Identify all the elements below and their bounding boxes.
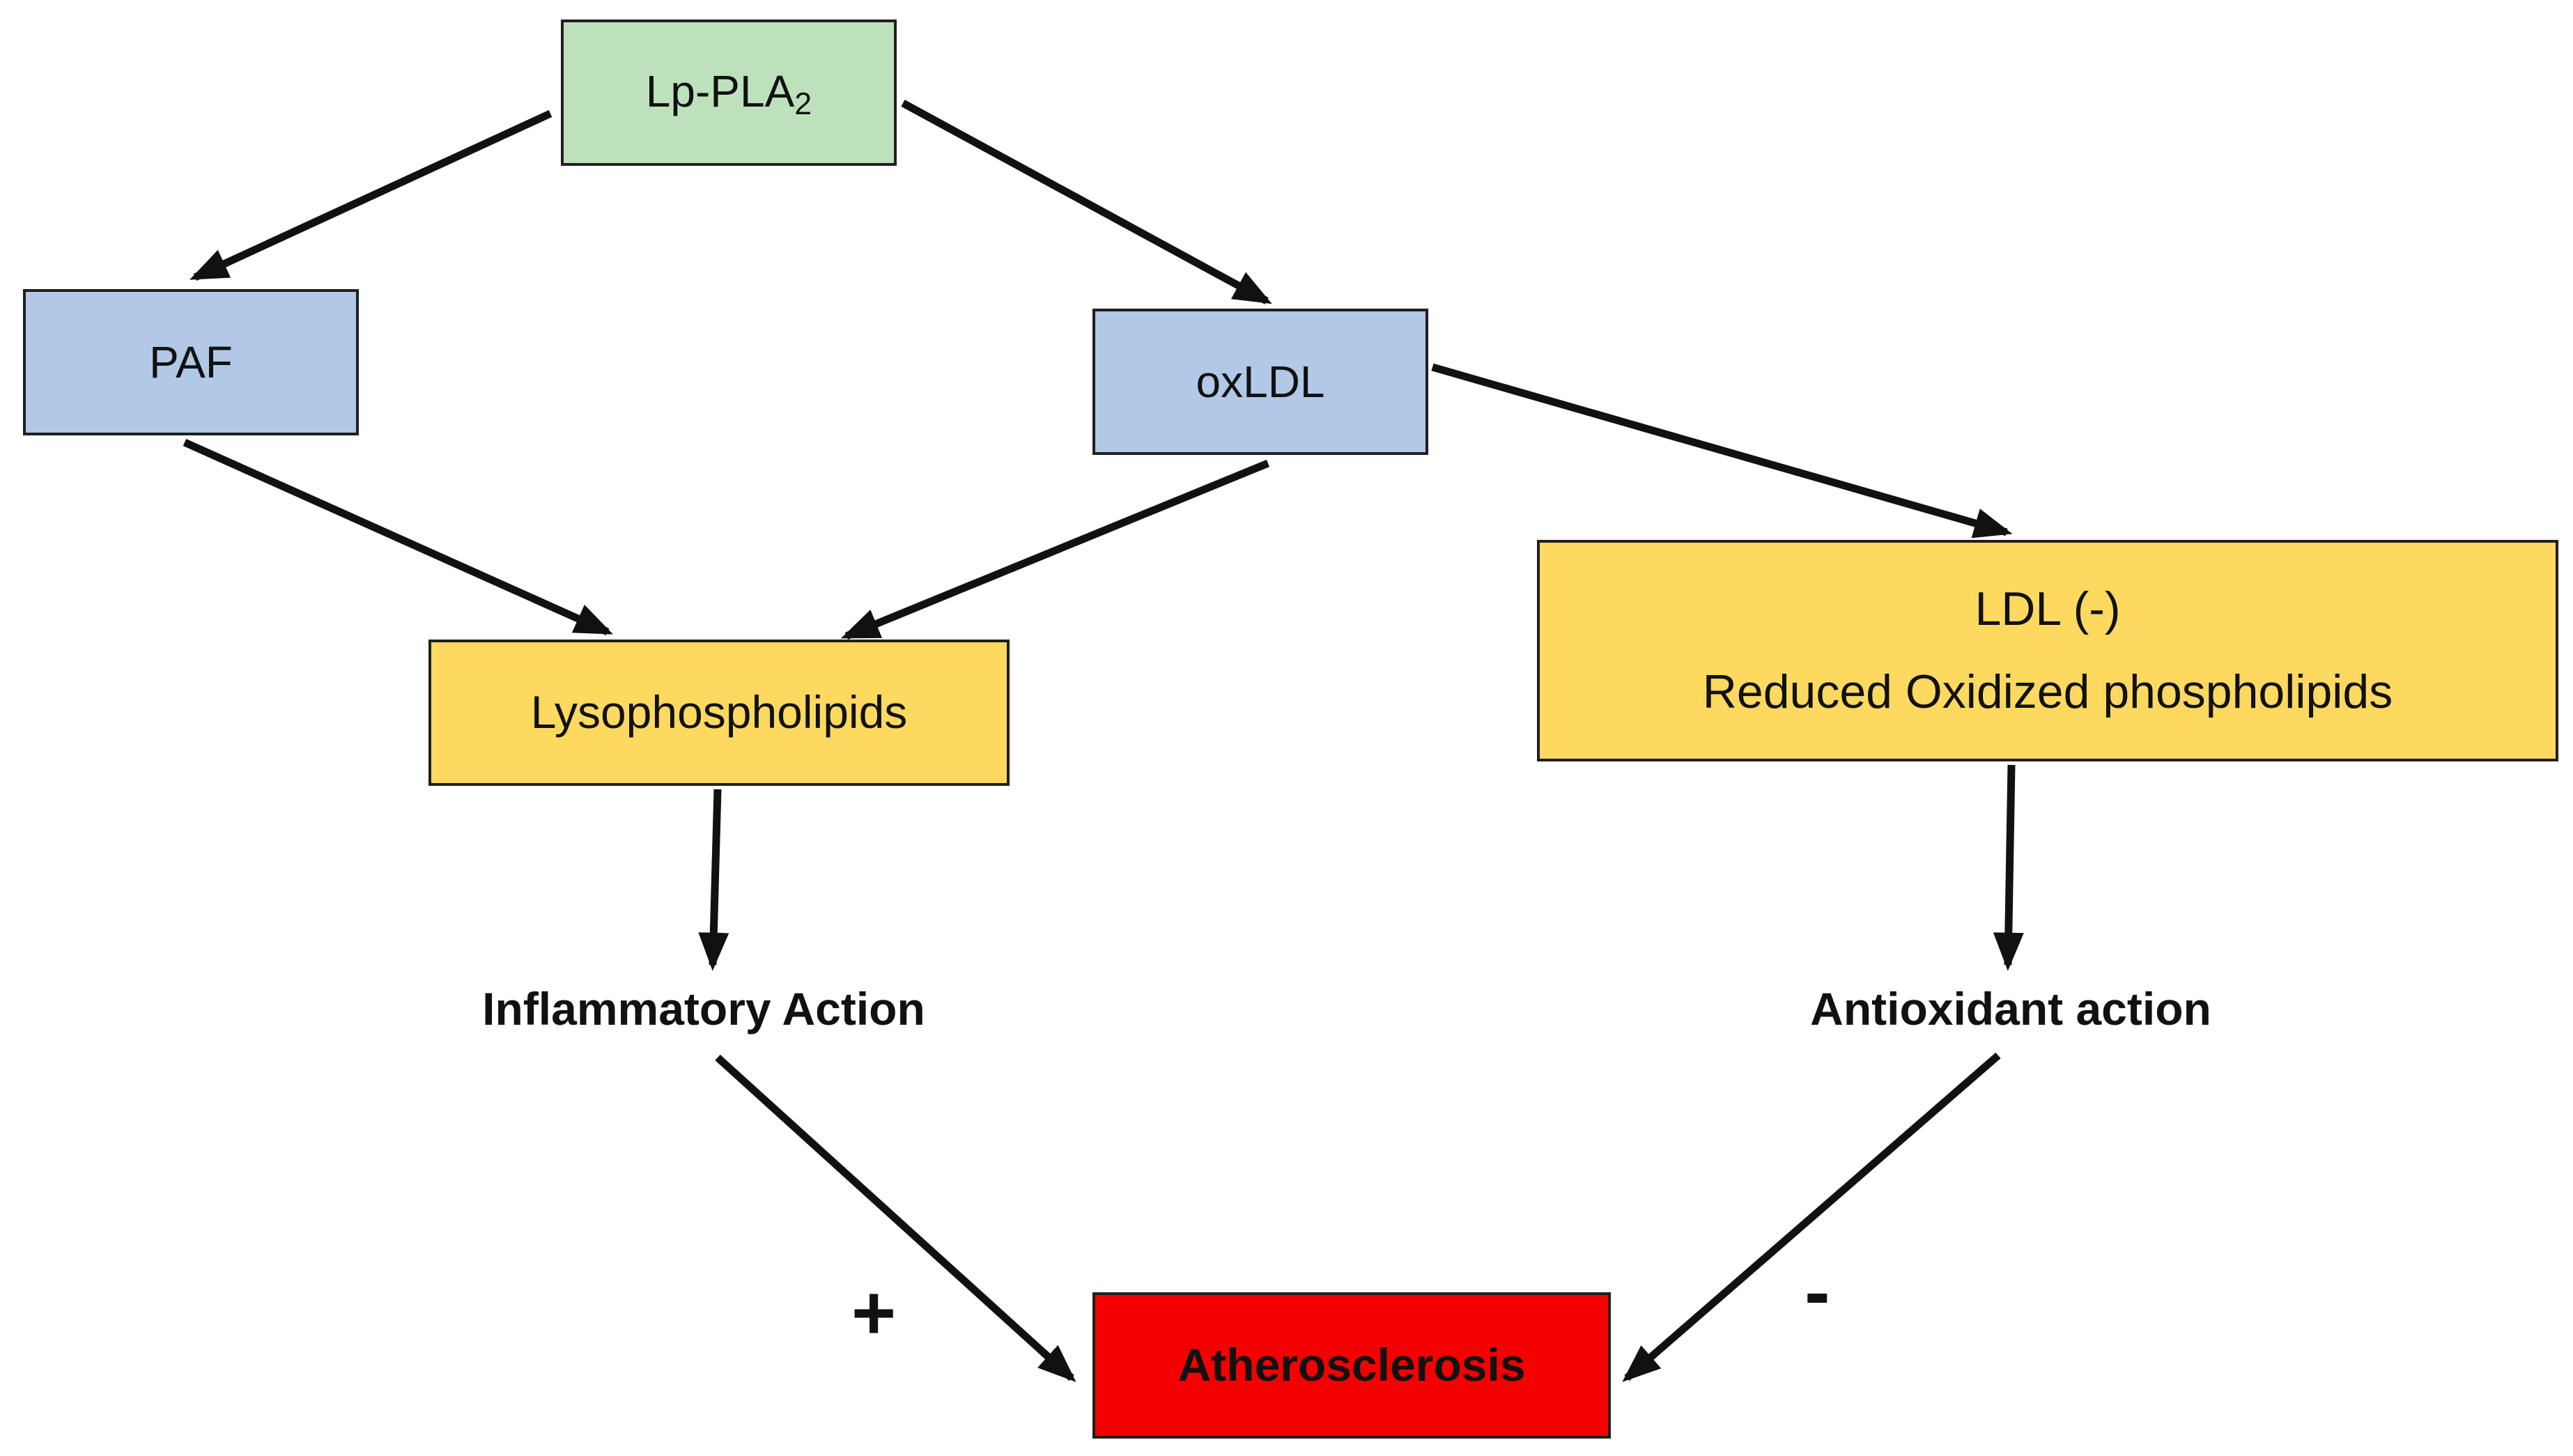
node-ldl-minus: LDL (-) Reduced Oxidized phospholipids bbox=[1537, 540, 2558, 761]
arrow-lppla2-to-paf bbox=[190, 110, 553, 281]
node-lysophospholipids-label: Lysophospholipids bbox=[530, 686, 908, 738]
node-paf-label: PAF bbox=[149, 336, 233, 387]
node-lp-pla2-label: Lp-PLA2 bbox=[646, 56, 812, 130]
node-lp-pla2: Lp-PLA2 bbox=[561, 20, 897, 166]
node-paf: PAF bbox=[23, 289, 359, 435]
node-atherosclerosis: Atherosclerosis bbox=[1092, 1292, 1611, 1439]
node-lysophospholipids: Lysophospholipids bbox=[428, 640, 1010, 786]
node-lp-pla2-subscript: 2 bbox=[794, 86, 812, 122]
node-oxldl-label: oxLDL bbox=[1196, 356, 1325, 407]
arrow-antioxidant-to-atherosclerosis bbox=[1622, 1052, 2001, 1382]
plus-sign: + bbox=[851, 1270, 897, 1356]
node-ldl-minus-line1: LDL (-) bbox=[1975, 582, 2121, 635]
label-antioxidant-action: Antioxidant action bbox=[1810, 983, 2211, 1035]
node-oxldl: oxLDL bbox=[1092, 309, 1428, 455]
arrow-oxldl-to-lysophospholipids bbox=[840, 459, 1270, 640]
arrow-lysophospholipids-to-inflammatory bbox=[698, 789, 729, 971]
arrow-inflammatory-to-atherosclerosis bbox=[715, 1054, 1076, 1382]
node-lp-pla2-text: Lp-PLA bbox=[645, 66, 795, 117]
arrow-ldl-to-antioxidant bbox=[1993, 764, 2024, 971]
arrow-lppla2-to-oxldl bbox=[901, 100, 1272, 304]
minus-sign: - bbox=[1805, 1249, 1830, 1335]
node-ldl-minus-line2: Reduced Oxidized phospholipids bbox=[1702, 665, 2393, 718]
arrow-oxldl-to-ldl bbox=[1431, 363, 2013, 539]
label-inflammatory-action: Inflammatory Action bbox=[482, 983, 925, 1035]
node-atherosclerosis-label: Atherosclerosis bbox=[1177, 1339, 1526, 1391]
arrow-paf-to-lysophospholipids bbox=[183, 438, 614, 636]
